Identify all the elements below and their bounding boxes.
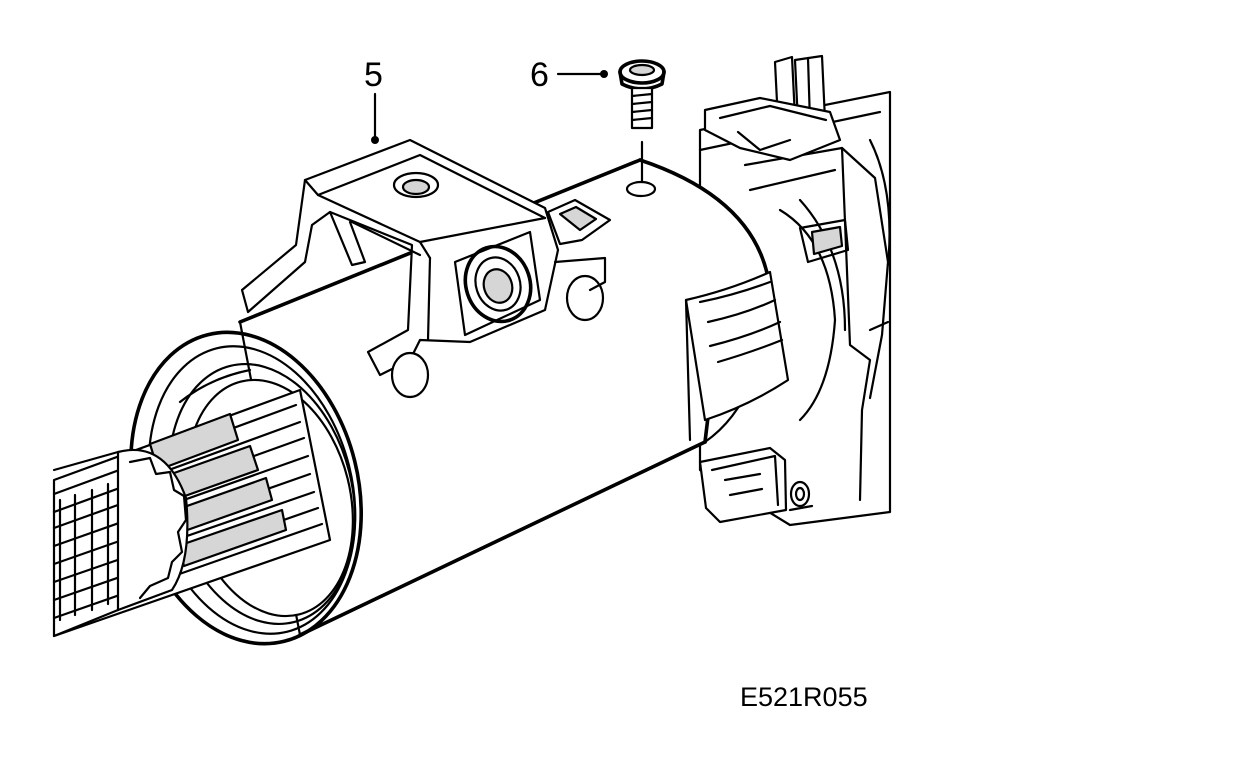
figure-reference-code: E521R055 [740,682,868,712]
callout-6-label: 6 [530,56,549,94]
screw [618,59,666,184]
callout-5-label: 5 [364,56,383,94]
bracket [240,138,612,399]
screw-hole [625,180,657,198]
splined-shaft [52,388,332,638]
leader-dot-5 [371,136,379,144]
leader-dot-6 [600,70,608,78]
rear-housing [698,54,892,527]
column-tube [238,158,790,637]
